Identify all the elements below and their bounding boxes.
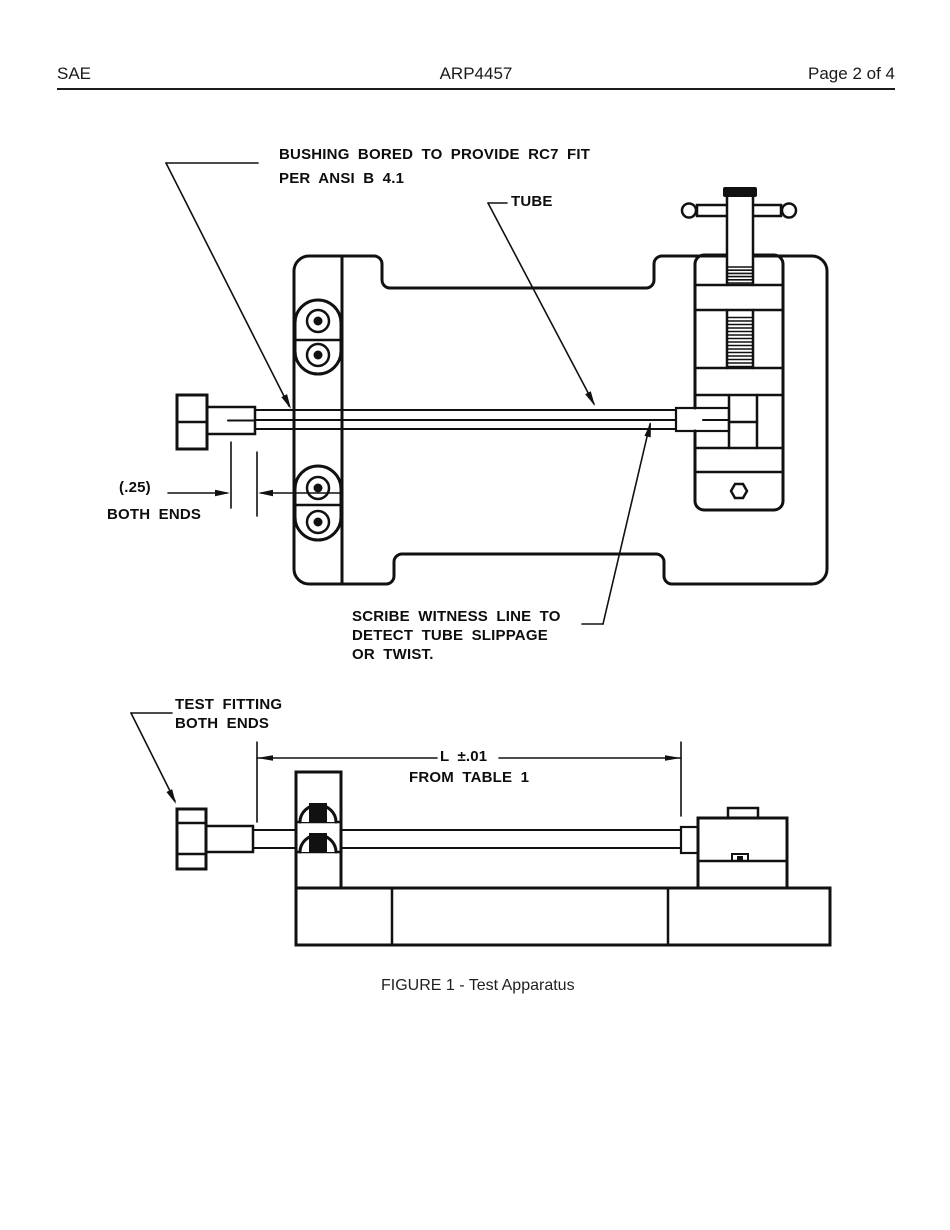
t-handle-ball-right [780, 202, 798, 219]
page-header: SAE ARP4457 Page 2 of 4 [57, 64, 895, 90]
tube-leader [487, 202, 595, 406]
tube-lines [254, 409, 677, 430]
tube-side [252, 829, 682, 849]
clamp-bolts-upper [293, 298, 343, 376]
top-view [167, 187, 829, 586]
scribe-note-line2: DETECT TUBE SLIPPAGE [352, 627, 548, 644]
vise-jaw [727, 393, 759, 450]
base-plate-outline [292, 254, 829, 586]
vise-screw [680, 187, 798, 370]
header-org: SAE [57, 64, 92, 83]
vise-block-side [696, 806, 789, 890]
end-gap-value: (.25) [119, 479, 151, 496]
bushing-note-line1: BUSHING BORED TO PROVIDE RC7 FIT [279, 146, 591, 163]
length-dimension [256, 741, 682, 823]
scribe-leader [581, 422, 651, 625]
test-fitting-side [175, 807, 255, 871]
bushing-leader [165, 162, 291, 409]
side-view [175, 741, 832, 947]
clamp-bolts-lower [293, 464, 343, 542]
length-dim-source: FROM TABLE 1 [409, 769, 530, 786]
vise-body [693, 253, 785, 512]
t-handle-ball-left [680, 202, 698, 219]
length-dim-label: L ±.01 [440, 748, 488, 765]
vise-hex-bolt [729, 482, 749, 500]
base-block [294, 886, 832, 947]
screw-threads-upper [727, 266, 753, 284]
end-gap-dimension [167, 441, 343, 517]
header-page-number: Page 2 of 4 [808, 64, 895, 83]
test-fitting-leader [130, 712, 176, 804]
test-fitting-left [175, 393, 257, 451]
figure-caption: FIGURE 1 - Test Apparatus [381, 977, 575, 994]
header-doc-number: ARP4457 [439, 64, 513, 83]
tube-coupler [674, 406, 731, 433]
end-gap-note: BOTH ENDS [107, 506, 202, 523]
scribe-note-line1: SCRIBE WITNESS LINE TO [352, 608, 561, 625]
vise-crossbars [693, 283, 785, 474]
clamp-block-side [294, 770, 343, 890]
leader-lines [130, 162, 651, 804]
test-fitting-label-line2: BOTH ENDS [175, 715, 270, 732]
tube-label: TUBE [511, 193, 553, 210]
test-fitting-label-line1: TEST FITTING [175, 696, 283, 713]
screw-threads-lower [727, 316, 753, 368]
screw-cap [723, 187, 757, 197]
bushing-note-line2: PER ANSI B 4.1 [279, 170, 405, 187]
scribe-note-line3: OR TWIST. [352, 646, 434, 663]
tube-coupler-side [679, 825, 700, 855]
